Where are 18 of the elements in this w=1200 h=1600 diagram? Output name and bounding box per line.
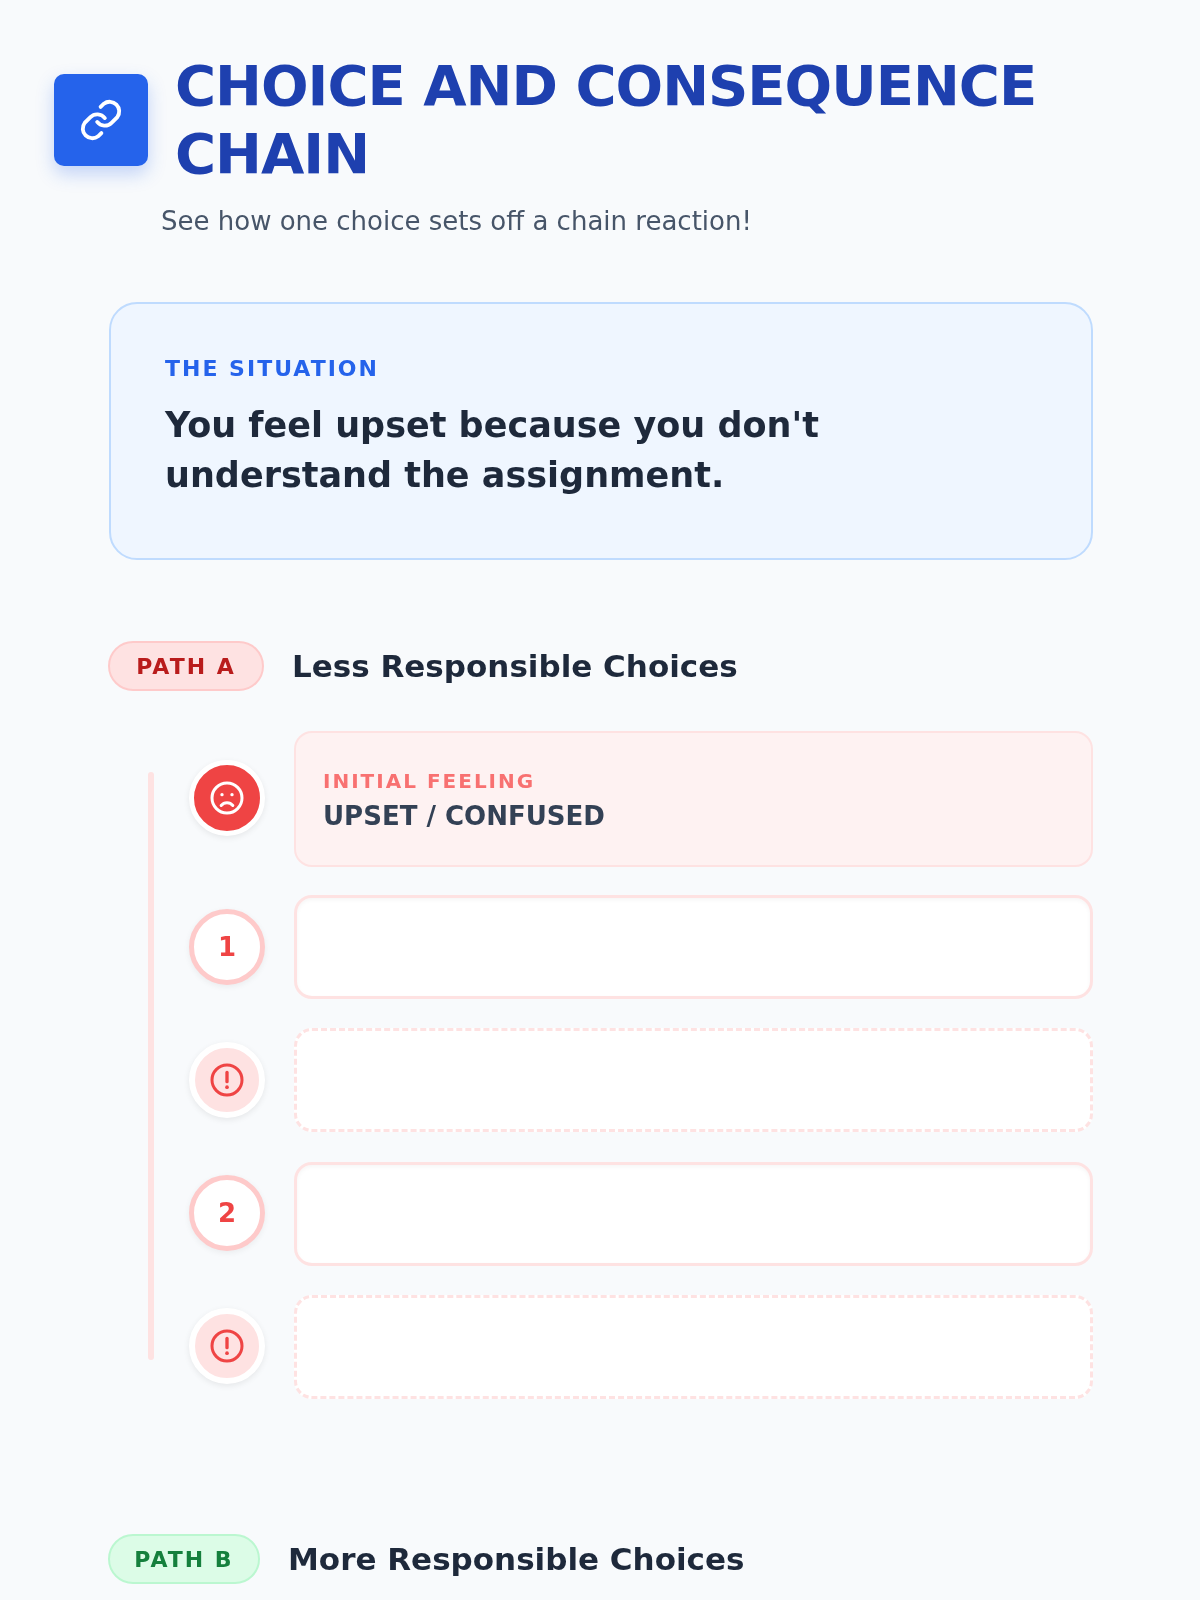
situation-card [109, 302, 1093, 560]
feeling-card [294, 731, 1093, 867]
answer-box [294, 1295, 1093, 1399]
feeling-text: UPSET / CONFUSED [323, 801, 605, 831]
answer-box [294, 1162, 1093, 1266]
section-label: THE SITUATION [165, 356, 379, 381]
situation-text: You feel upset because you don't understand the assignment. [165, 404, 820, 497]
page-title: CHOICE AND CONSEQUENCE CHAIN [175, 52, 1038, 188]
section-heading: Less Responsible Choices [292, 647, 738, 685]
answer-box [294, 895, 1093, 999]
path-tag: PATH A [108, 641, 264, 691]
answer-box [294, 1028, 1093, 1132]
path-tag: PATH B [108, 1534, 260, 1584]
section-heading: More Responsible Choices [288, 1540, 745, 1578]
step-number: 1 [189, 909, 265, 985]
card-label: INITIAL FEELING [323, 769, 536, 793]
step-number: 2 [189, 1175, 265, 1251]
subtitle: See how one choice sets off a chain reaction! [161, 206, 752, 236]
